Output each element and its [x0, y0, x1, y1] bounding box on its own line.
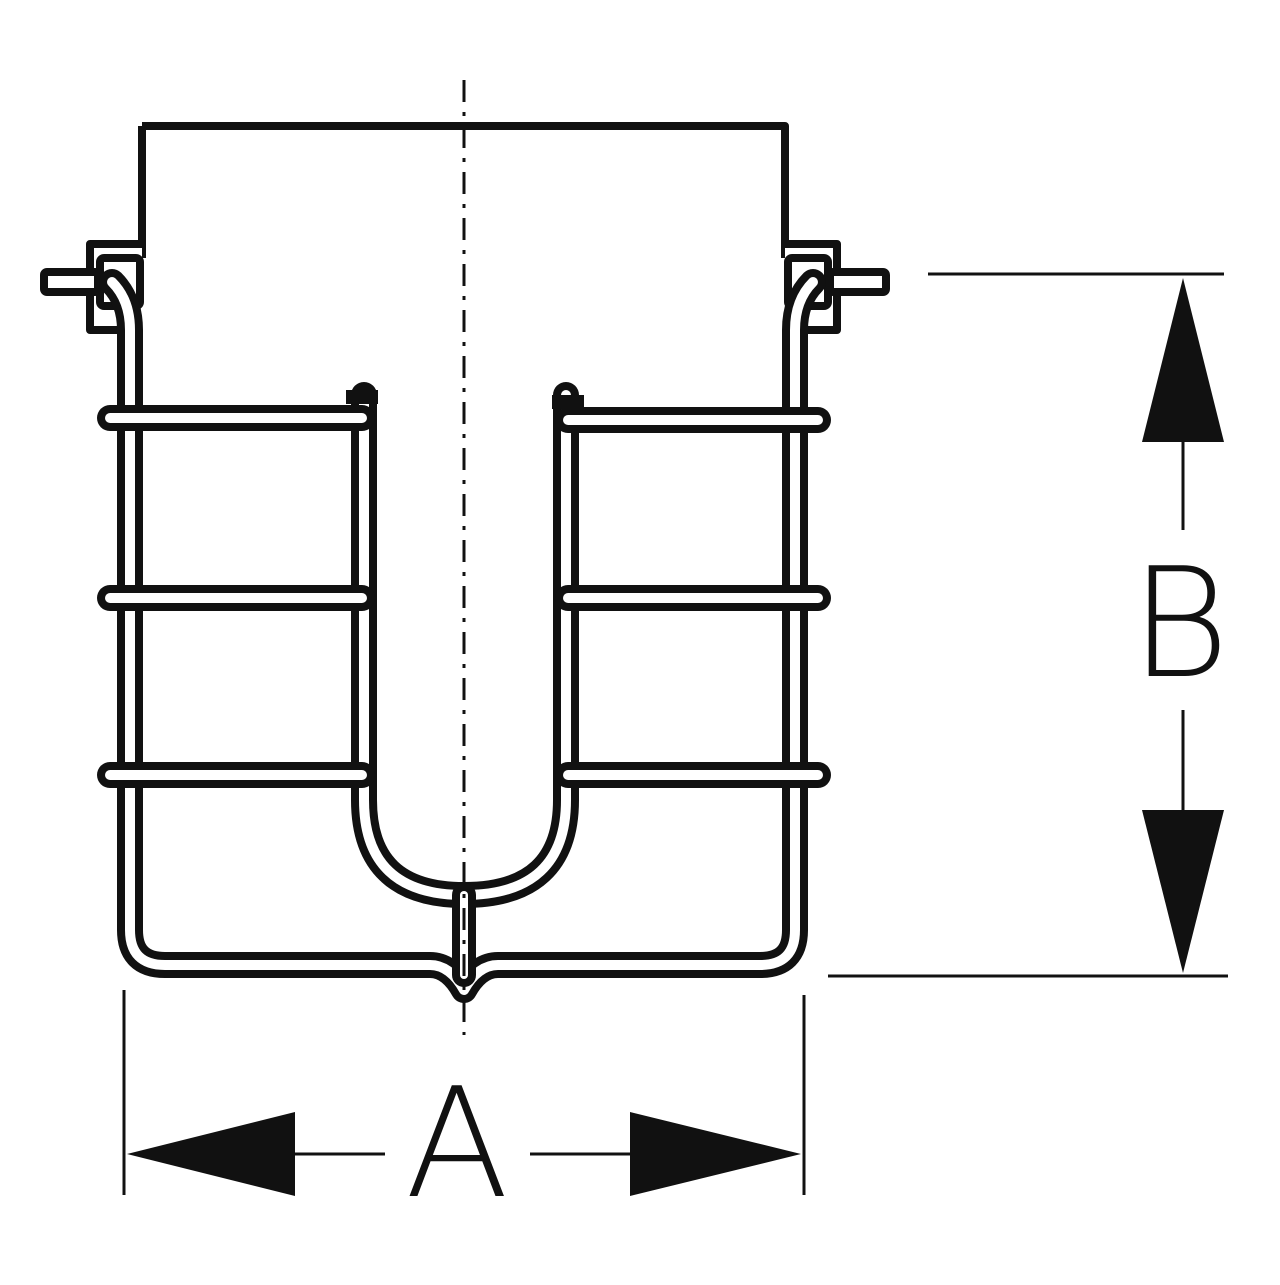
dim-a-arrowhead-left-icon	[127, 1112, 295, 1196]
dimension-b	[828, 272, 1228, 978]
dim-a-arrowhead-right-icon	[630, 1112, 801, 1196]
cup-outline	[138, 122, 789, 258]
slot-cap-left	[346, 390, 378, 404]
slot-caps	[346, 390, 584, 409]
dimension-a	[122, 990, 806, 1196]
slot-cap-right	[552, 395, 584, 409]
right-pin	[826, 268, 890, 296]
dimension-a-label: A	[405, 1055, 509, 1232]
cup-body	[138, 122, 789, 258]
dimension-b-label: B	[1130, 535, 1230, 712]
dim-b-arrowhead-bottom-icon	[1142, 810, 1224, 973]
dim-b-arrowhead-top-icon	[1142, 278, 1224, 442]
left-pin	[40, 268, 102, 296]
